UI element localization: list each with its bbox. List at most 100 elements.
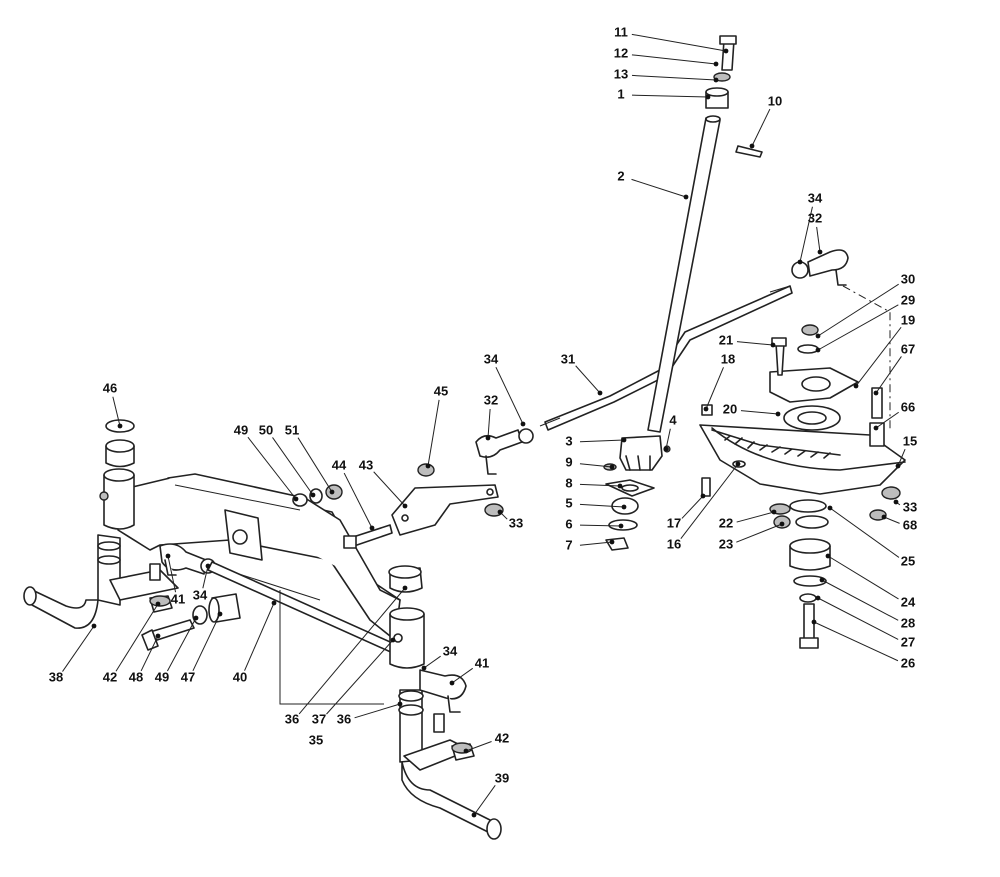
callout-c33a: 33 bbox=[903, 499, 917, 514]
leader-c19 bbox=[855, 326, 902, 387]
callout-c32a: 32 bbox=[808, 210, 822, 225]
callout-c3: 3 bbox=[565, 433, 572, 448]
callout-c36b: 36 bbox=[337, 711, 351, 726]
leader-dot-c26 bbox=[811, 619, 817, 625]
leader-dot-c32b bbox=[485, 435, 491, 441]
leader-dot-c47 bbox=[217, 611, 223, 617]
leader-dot-c42b bbox=[463, 748, 469, 754]
callout-c5: 5 bbox=[565, 495, 572, 510]
leader-c7 bbox=[579, 541, 613, 546]
callout-c41a: 41 bbox=[171, 591, 185, 606]
left-kingpin-housing bbox=[99, 419, 135, 530]
leader-dot-c16 bbox=[735, 461, 741, 467]
leader-c18 bbox=[705, 367, 724, 410]
callout-c8: 8 bbox=[565, 475, 572, 490]
front-axle-beam bbox=[117, 473, 401, 641]
callout-c40: 40 bbox=[233, 669, 247, 684]
callout-c37: 37 bbox=[312, 711, 326, 726]
leader-dot-c33b bbox=[497, 509, 503, 515]
callout-c4: 4 bbox=[669, 412, 677, 427]
leader-c17 bbox=[681, 495, 704, 519]
leader-c15 bbox=[897, 448, 906, 467]
callout-c1: 1 bbox=[617, 86, 624, 101]
leader-c68 bbox=[883, 516, 900, 524]
callout-c6: 6 bbox=[565, 516, 572, 531]
left-loose-parts bbox=[141, 593, 241, 651]
callout-c18: 18 bbox=[721, 351, 735, 366]
leader-dot-c44 bbox=[369, 525, 375, 531]
callout-c35: 35 bbox=[309, 732, 323, 747]
leader-dot-c7 bbox=[609, 539, 615, 545]
leader-dot-c5 bbox=[621, 504, 627, 510]
leader-dot-c13 bbox=[713, 77, 719, 83]
callout-c17: 17 bbox=[667, 515, 681, 530]
callout-c27: 27 bbox=[901, 634, 915, 649]
leader-dot-c8 bbox=[617, 483, 623, 489]
leader-c13 bbox=[631, 74, 717, 81]
leader-c43 bbox=[373, 471, 406, 507]
callout-c10: 10 bbox=[768, 93, 782, 108]
callout-c49a: 49 bbox=[234, 422, 248, 437]
leader-c21 bbox=[736, 341, 774, 346]
callout-c25: 25 bbox=[901, 553, 915, 568]
centre-line bbox=[842, 285, 891, 430]
leader-dot-c36b bbox=[397, 701, 403, 707]
leader-c66 bbox=[875, 411, 899, 429]
leader-c47 bbox=[192, 613, 221, 672]
callout-c39: 39 bbox=[495, 770, 509, 785]
callout-c36a: 36 bbox=[285, 711, 299, 726]
leader-c49b bbox=[166, 617, 197, 672]
leader-c48 bbox=[140, 635, 159, 672]
leader-dot-c42a bbox=[155, 601, 161, 607]
leader-c8 bbox=[579, 483, 621, 487]
leader-c23 bbox=[736, 523, 783, 543]
callout-c43: 43 bbox=[359, 457, 373, 472]
callout-c51: 51 bbox=[285, 422, 299, 437]
leader-dot-c20 bbox=[775, 411, 781, 417]
leader-dot-c32a bbox=[817, 249, 823, 255]
callout-c32b: 32 bbox=[484, 392, 498, 407]
leader-c1 bbox=[631, 94, 709, 98]
leader-c29 bbox=[817, 304, 899, 351]
callout-c7: 7 bbox=[565, 537, 572, 552]
lower-steering-parts bbox=[603, 435, 671, 551]
leader-dot-c24 bbox=[825, 553, 831, 559]
leader-dot-c23 bbox=[779, 521, 785, 527]
leader-c11 bbox=[631, 33, 727, 52]
leader-dot-c2 bbox=[683, 194, 689, 200]
leader-c39 bbox=[473, 785, 496, 816]
left-spindle bbox=[23, 534, 179, 629]
leader-c42a bbox=[115, 603, 159, 672]
leader-c46 bbox=[112, 396, 121, 427]
leader-dot-c67 bbox=[873, 390, 879, 396]
leader-c20 bbox=[740, 410, 779, 415]
leader-c16 bbox=[680, 463, 739, 540]
callout-leaders bbox=[62, 33, 906, 818]
callout-c67: 67 bbox=[901, 341, 915, 356]
leader-dot-c1 bbox=[705, 94, 711, 100]
callout-c15: 15 bbox=[903, 433, 917, 448]
leader-c34d bbox=[423, 655, 441, 669]
callout-c31: 31 bbox=[561, 351, 575, 366]
leader-c42b bbox=[465, 741, 492, 752]
callout-c22: 22 bbox=[719, 515, 733, 530]
leader-c24 bbox=[827, 555, 899, 600]
leader-dot-c27 bbox=[815, 595, 821, 601]
leader-c37 bbox=[326, 639, 394, 715]
leader-dot-c30 bbox=[815, 333, 821, 339]
leader-c38 bbox=[62, 625, 95, 672]
callout-c34d: 34 bbox=[443, 643, 458, 658]
leader-dot-c31 bbox=[597, 390, 603, 396]
leader-dot-c39 bbox=[471, 812, 477, 818]
callout-c11: 11 bbox=[614, 24, 628, 39]
leader-dot-c66 bbox=[873, 425, 879, 431]
leader-c51 bbox=[297, 437, 333, 493]
leader-dot-c9 bbox=[609, 464, 615, 470]
callout-c34b: 34 bbox=[484, 351, 499, 366]
callout-c29: 29 bbox=[901, 292, 915, 307]
leader-c9 bbox=[579, 463, 613, 468]
leader-dot-c18 bbox=[703, 406, 709, 412]
leader-dot-c19 bbox=[853, 383, 859, 389]
